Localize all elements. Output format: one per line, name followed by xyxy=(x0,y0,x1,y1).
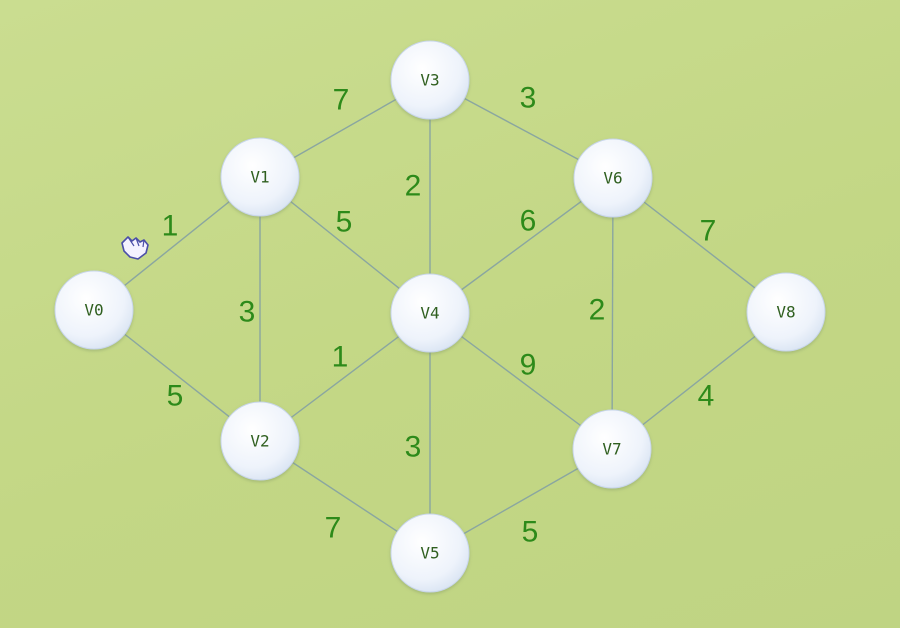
node-v0: V0 xyxy=(54,270,134,350)
node-label: V3 xyxy=(420,71,439,90)
node-circle xyxy=(390,513,470,593)
node-circle xyxy=(220,401,300,481)
edge-weight-v3-v4: 2 xyxy=(405,170,422,203)
edge-weight-v1-v3: 7 xyxy=(333,84,350,117)
node-v1: V1 xyxy=(220,137,300,217)
node-v3: V3 xyxy=(390,40,470,120)
node-v4: V4 xyxy=(390,273,470,353)
edge-weight-v0-v2: 5 xyxy=(167,380,184,413)
edge-weight-v5-v7: 5 xyxy=(522,516,539,549)
edge-weight-v6-v8: 7 xyxy=(700,215,717,248)
node-label: V2 xyxy=(250,432,269,451)
node-circle xyxy=(390,40,470,120)
node-label: V8 xyxy=(776,303,795,322)
node-label: V5 xyxy=(420,544,439,563)
hand-pointer-icon xyxy=(121,236,149,260)
edge-weight-v0-v1: 1 xyxy=(162,210,179,243)
edge-weight-v4-v7: 9 xyxy=(520,349,537,382)
node-circle xyxy=(390,273,470,353)
weights-layer: 1 5 3 7 5 1 7 2 3 3 6 9 5 2 7 4 xyxy=(162,82,717,549)
node-label: V7 xyxy=(602,440,621,459)
node-label: V6 xyxy=(603,169,622,188)
edge-weight-v2-v4: 1 xyxy=(332,341,349,374)
edge-weight-v2-v5: 7 xyxy=(325,512,342,545)
node-v2: V2 xyxy=(220,401,300,481)
node-circle xyxy=(54,270,134,350)
node-v7: V7 xyxy=(572,409,652,489)
node-circle xyxy=(746,272,826,352)
node-circle xyxy=(573,138,653,218)
node-v5: V5 xyxy=(390,513,470,593)
edge-weight-v1-v4: 5 xyxy=(336,206,353,239)
node-v8: V8 xyxy=(746,272,826,352)
node-v6: V6 xyxy=(573,138,653,218)
edge-weight-v4-v6: 6 xyxy=(520,205,537,238)
edge-weight-v4-v5: 3 xyxy=(405,431,422,464)
node-label: V0 xyxy=(84,301,103,320)
edge-weight-v7-v8: 4 xyxy=(698,380,715,413)
edge-v6-v7 xyxy=(611,177,614,450)
node-circle xyxy=(572,409,652,489)
edge-weight-v6-v7: 2 xyxy=(589,294,606,327)
node-circle xyxy=(220,137,300,217)
edge-weight-v1-v2: 3 xyxy=(239,296,256,329)
node-label: V4 xyxy=(420,304,439,323)
node-label: V1 xyxy=(250,168,269,187)
edge-weight-v3-v6: 3 xyxy=(520,82,537,115)
